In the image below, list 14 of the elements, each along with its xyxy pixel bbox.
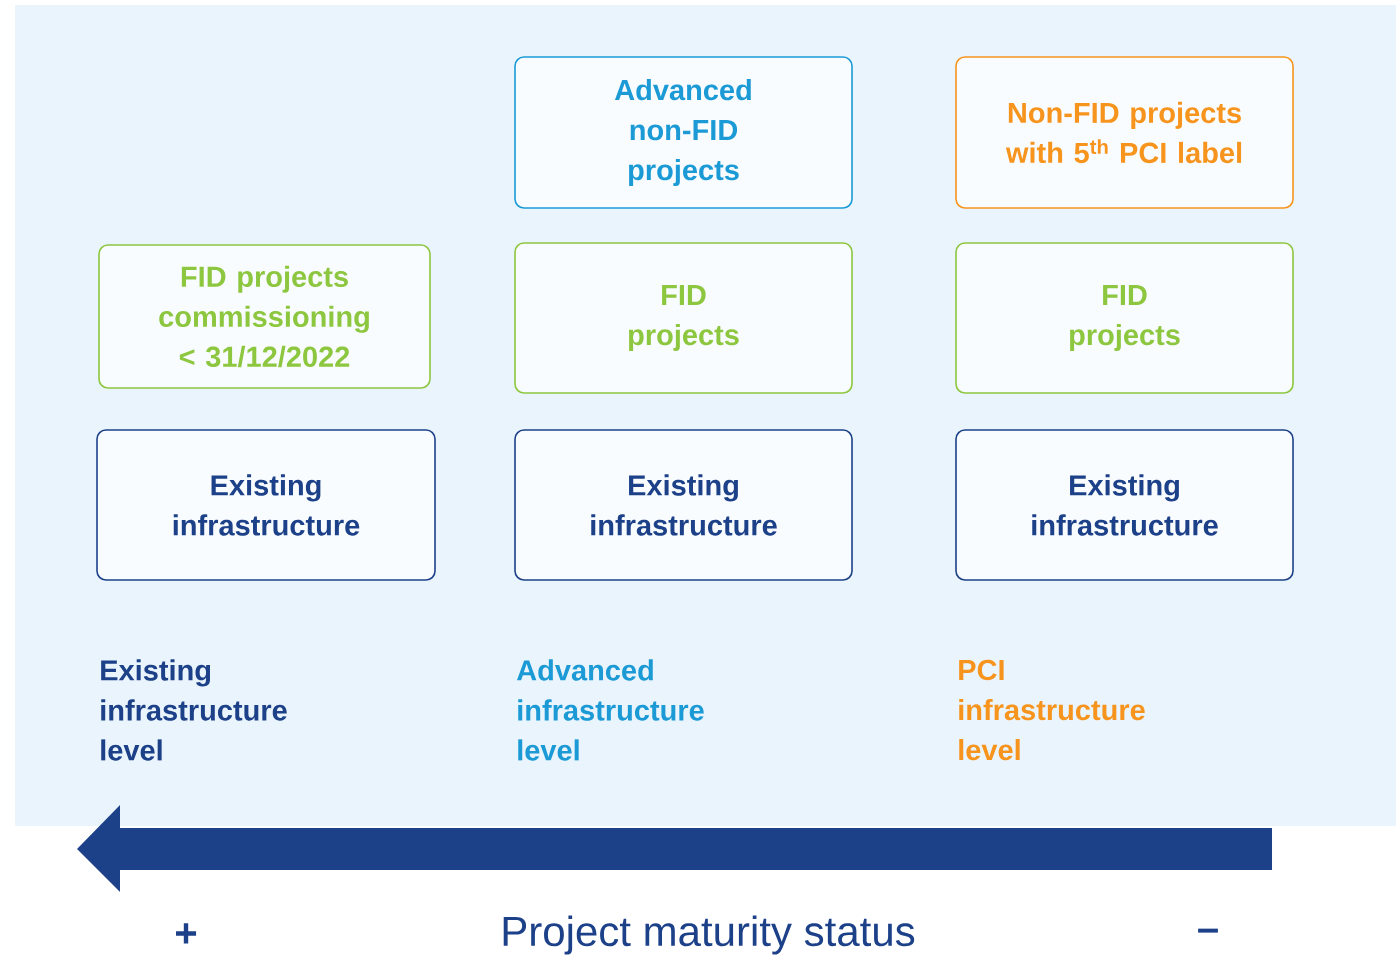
box: Advanced non-FID projects (514, 56, 853, 209)
level-label: PCI infrastructure level (959, 659, 1145, 761)
box: FID projects (955, 242, 1294, 394)
level-label: Advanced infrastructure level (516, 659, 704, 761)
level-label: Existing infrastructure level (101, 659, 287, 761)
sign-label: – (1198, 928, 1218, 933)
box: Existing infrastructure (96, 429, 436, 581)
box: Non-FID projects with 5$^{th}$ PCI label (955, 56, 1294, 209)
box: FID projects (514, 242, 853, 394)
box: Existing infrastructure (514, 429, 853, 581)
box: FID projects commissioning < 31/12/2022 (98, 244, 431, 389)
box: Existing infrastructure (955, 429, 1294, 581)
axis-label: Project maturity status (503, 915, 915, 955)
sign-label: + (176, 923, 197, 944)
